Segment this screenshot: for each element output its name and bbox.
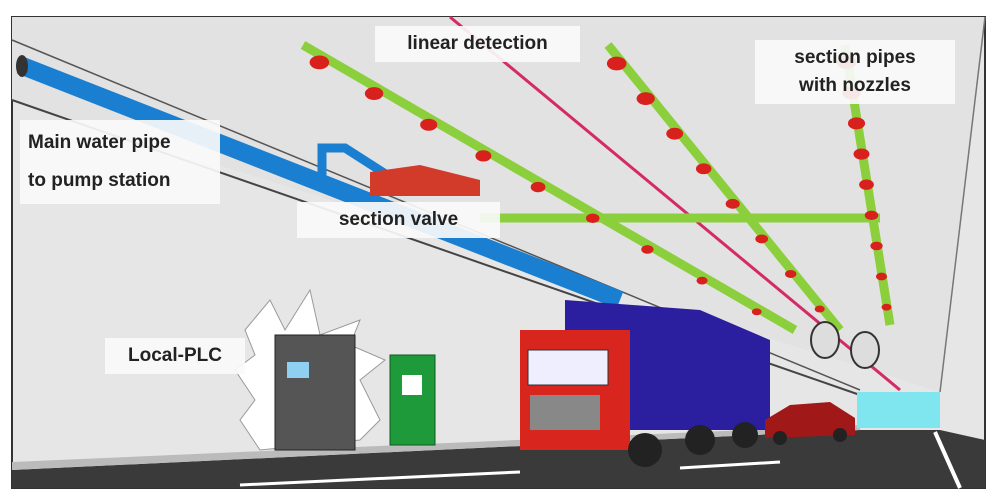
nozzle-icon: [696, 276, 708, 285]
truck: [520, 300, 770, 467]
car-wheel: [833, 428, 847, 442]
nozzle-icon: [875, 272, 888, 281]
tunnel-exit-light: [857, 392, 940, 428]
main-pipe-end: [16, 55, 28, 77]
nozzle-icon: [420, 118, 438, 131]
jet-fan-icon: [810, 321, 840, 359]
label-local-plc: Local-PLC: [105, 338, 245, 374]
nozzle-icon: [864, 210, 879, 221]
emergency-exit-door: [389, 354, 436, 446]
nozzle-icon: [641, 245, 654, 254]
nozzle-icon: [870, 241, 883, 251]
truck-wheel: [685, 425, 715, 455]
exit-sign-icon: [402, 375, 422, 395]
nozzle-icon: [364, 87, 384, 100]
label-section-pipes-line2: with nozzles: [799, 75, 911, 96]
nozzles: [309, 55, 892, 316]
truck-windshield: [527, 349, 609, 386]
lane-marking: [933, 431, 962, 489]
label-section-pipes: section pipes with nozzles: [755, 40, 955, 104]
lane-marking: [679, 460, 781, 470]
nozzle-icon: [881, 303, 892, 311]
nozzle-icon: [847, 117, 866, 130]
car-body: [765, 402, 855, 438]
nozzle-icon: [585, 213, 600, 223]
label-section-pipes-line1: section pipes: [794, 47, 916, 68]
valve-riser-pipe: [317, 143, 398, 184]
nozzle-icon: [853, 148, 870, 160]
jet-fans: [810, 321, 880, 369]
nozzle-icon: [636, 92, 655, 105]
right-wall-edge: [939, 16, 986, 393]
nozzle-icon: [695, 163, 712, 175]
label-main-water-pipe: Main water pipe to pump station: [20, 120, 220, 204]
nozzle-icon: [666, 127, 684, 140]
nozzle-icon: [530, 181, 546, 193]
nozzle-icon: [785, 270, 797, 278]
section-valve: [370, 165, 480, 196]
car-wheel: [773, 431, 787, 445]
label-main-pipe-line1: Main water pipe: [28, 132, 171, 153]
truck-wheel: [732, 422, 758, 448]
local-plc-cabinet: [274, 334, 356, 451]
lane-marking: [239, 470, 521, 487]
plc-screen: [287, 362, 309, 378]
truck-wheel: [628, 433, 662, 467]
car: [765, 402, 855, 445]
nozzle-icon: [751, 308, 762, 316]
nozzle-icon: [475, 150, 492, 162]
nozzle-icon: [755, 234, 769, 244]
main-water-pipe: [16, 56, 624, 309]
truck-cab: [520, 330, 630, 450]
section-pipe-1: [300, 41, 798, 334]
label-linear-detection: linear detection: [375, 26, 580, 62]
nozzle-icon: [814, 305, 825, 313]
label-section-valve: section valve: [297, 202, 500, 238]
label-main-pipe-line2: to pump station: [28, 170, 171, 191]
jet-fan-icon: [850, 331, 880, 369]
truck-grille: [530, 395, 600, 430]
nozzle-icon: [859, 179, 874, 190]
nozzle-icon: [725, 198, 740, 209]
nozzle-icon: [606, 56, 627, 71]
nozzle-icon: [309, 55, 330, 70]
